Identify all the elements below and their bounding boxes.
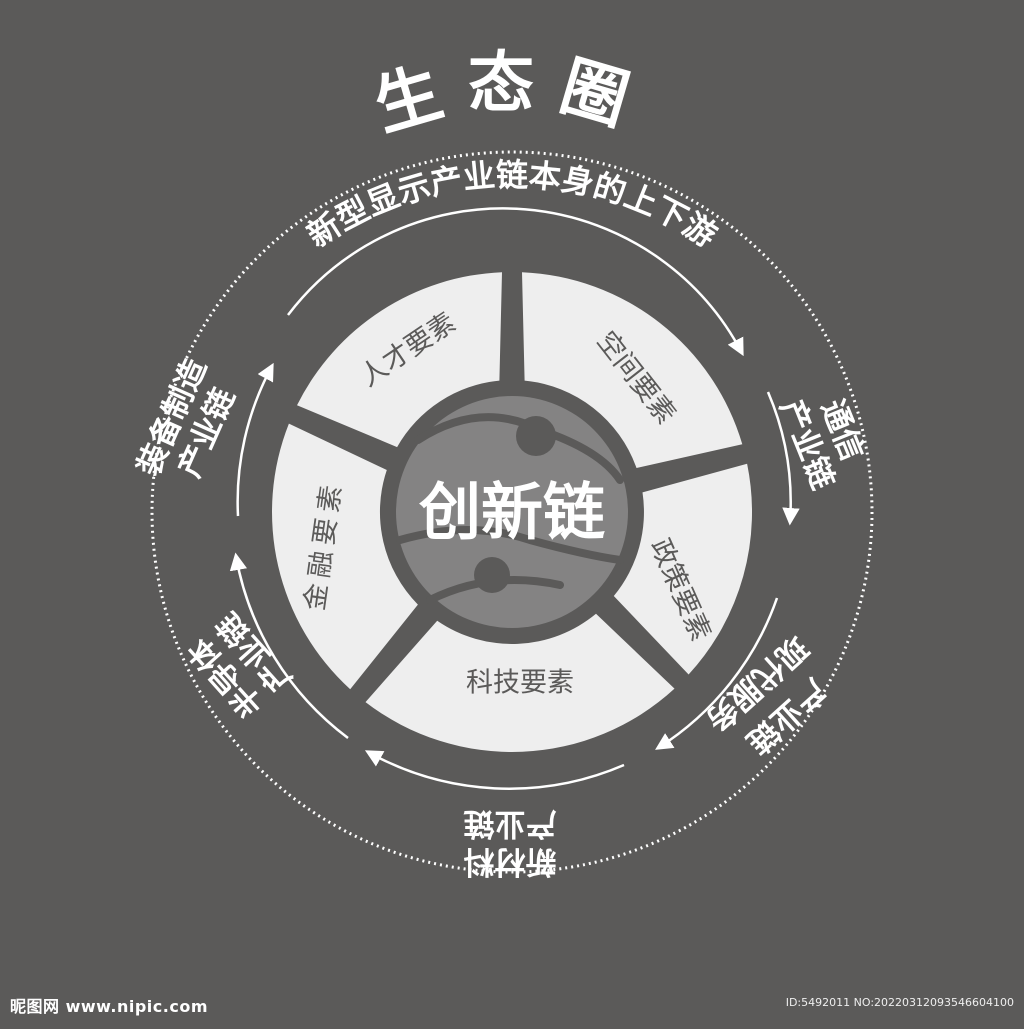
segment-jinrong (272, 423, 418, 690)
chain-label-xincailiao: 新材料 产业链 (464, 805, 557, 879)
globe-node-bottom (474, 557, 510, 593)
globe-disc (396, 396, 628, 628)
cycle-arrow-right-lower (655, 597, 779, 750)
chain-label-xiandai: 现代服务 产业链 (698, 628, 832, 760)
outer-arc-label-path: 新型显示产业链本身的上下游 (300, 156, 723, 255)
cycle-arrow-left-upper (236, 362, 274, 517)
watermark-logo-text: 昵图网 www.nipic.com (10, 997, 208, 1016)
chain-label-bandaoti: 半导体 产业链 (182, 605, 299, 724)
globe-node-top (516, 416, 556, 456)
cycle-arrow-top (287, 207, 744, 357)
cycle-arrow-left-lower (229, 552, 349, 740)
segment-zhengce (613, 463, 753, 675)
chain-xincailiao-line1: 新材料 (464, 843, 557, 879)
outer-arc-label: 新型显示产业链本身的上下游 (300, 156, 723, 255)
center-globe: 创新链 (396, 396, 628, 628)
element-label-keji: 科技要素 (466, 668, 574, 699)
segment-kongjian (522, 272, 743, 468)
center-label: 创新链 (419, 476, 605, 549)
page-title: 生态圈 (366, 45, 658, 146)
title-text-path: 生态圈 (366, 45, 636, 146)
element-ring (272, 272, 753, 752)
cycle-arrow-right-upper (766, 391, 800, 526)
outer-dotted-ring (150, 150, 874, 874)
cycle-arrow-bottom (364, 750, 625, 790)
chain-label-tongxin: 通信 产业链 (773, 395, 871, 495)
chain-xincailiao-line2: 产业链 (464, 805, 557, 841)
watermark-id-text: ID:5492011 NO:20220312093546604100 (785, 996, 1014, 1009)
chain-label-zhuangbei: 装备制造 产业链 (131, 353, 243, 482)
segment-rencai (297, 272, 502, 448)
segment-keji (365, 613, 675, 752)
